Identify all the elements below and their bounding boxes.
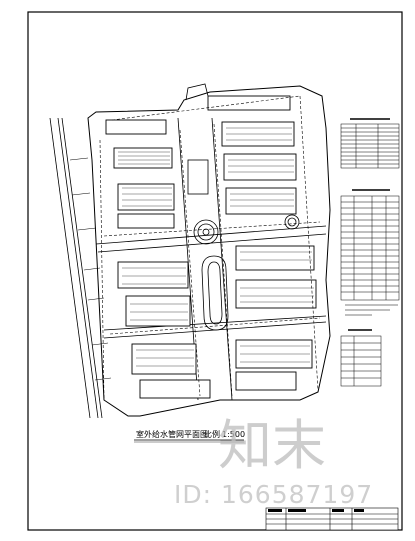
building-c2	[125, 295, 191, 327]
building-a2	[113, 147, 173, 169]
building-a1	[105, 119, 167, 135]
building-hatching	[118, 127, 314, 367]
fountain-mid	[197, 223, 215, 241]
schedule-table-1	[340, 123, 400, 169]
buildings	[105, 95, 317, 399]
central-features	[187, 159, 300, 331]
fountain-outer	[193, 219, 219, 245]
sheet-border	[27, 11, 403, 531]
building-b3	[223, 153, 297, 181]
building-b1	[207, 95, 291, 111]
water-pipes	[99, 95, 321, 399]
watermark-brand: 知末	[218, 414, 326, 477]
scale-value: 1:500	[222, 430, 245, 439]
tree-cluster-east	[284, 214, 300, 230]
fountain-inner	[202, 228, 210, 236]
central-pavilion	[187, 159, 209, 195]
oval-track-outer	[201, 255, 229, 331]
site-plan	[49, 83, 331, 419]
road-edge-right	[57, 117, 99, 419]
building-c3	[131, 343, 197, 375]
building-d1	[235, 245, 315, 271]
building-c1	[117, 261, 189, 289]
road-edge-left-2	[61, 117, 103, 419]
building-d2	[235, 279, 317, 309]
building-a4	[117, 213, 175, 229]
schedule-table-2	[340, 195, 400, 301]
watermark-id: ID: 166587197	[174, 480, 373, 509]
tree-cluster-east-inner	[287, 217, 297, 227]
oval-track-inner	[207, 261, 223, 325]
title-block-fills	[268, 509, 364, 512]
building-c4	[139, 379, 211, 399]
drawing-title: 室外给水管网平面图	[136, 429, 208, 439]
north-entry	[185, 83, 209, 101]
site-boundary	[87, 85, 331, 417]
cross-road-3	[103, 315, 327, 331]
title-block	[265, 507, 399, 531]
building-b4	[225, 187, 297, 215]
schedule-table-3	[340, 335, 382, 387]
cross-road-1	[95, 225, 327, 245]
building-d4	[235, 371, 297, 391]
cross-road-2	[97, 233, 327, 253]
building-a3	[117, 183, 175, 211]
road-edge-left	[49, 117, 91, 419]
road-ticks	[69, 157, 112, 381]
table-2-notes	[345, 304, 398, 316]
scale-label: 比例	[204, 429, 220, 439]
